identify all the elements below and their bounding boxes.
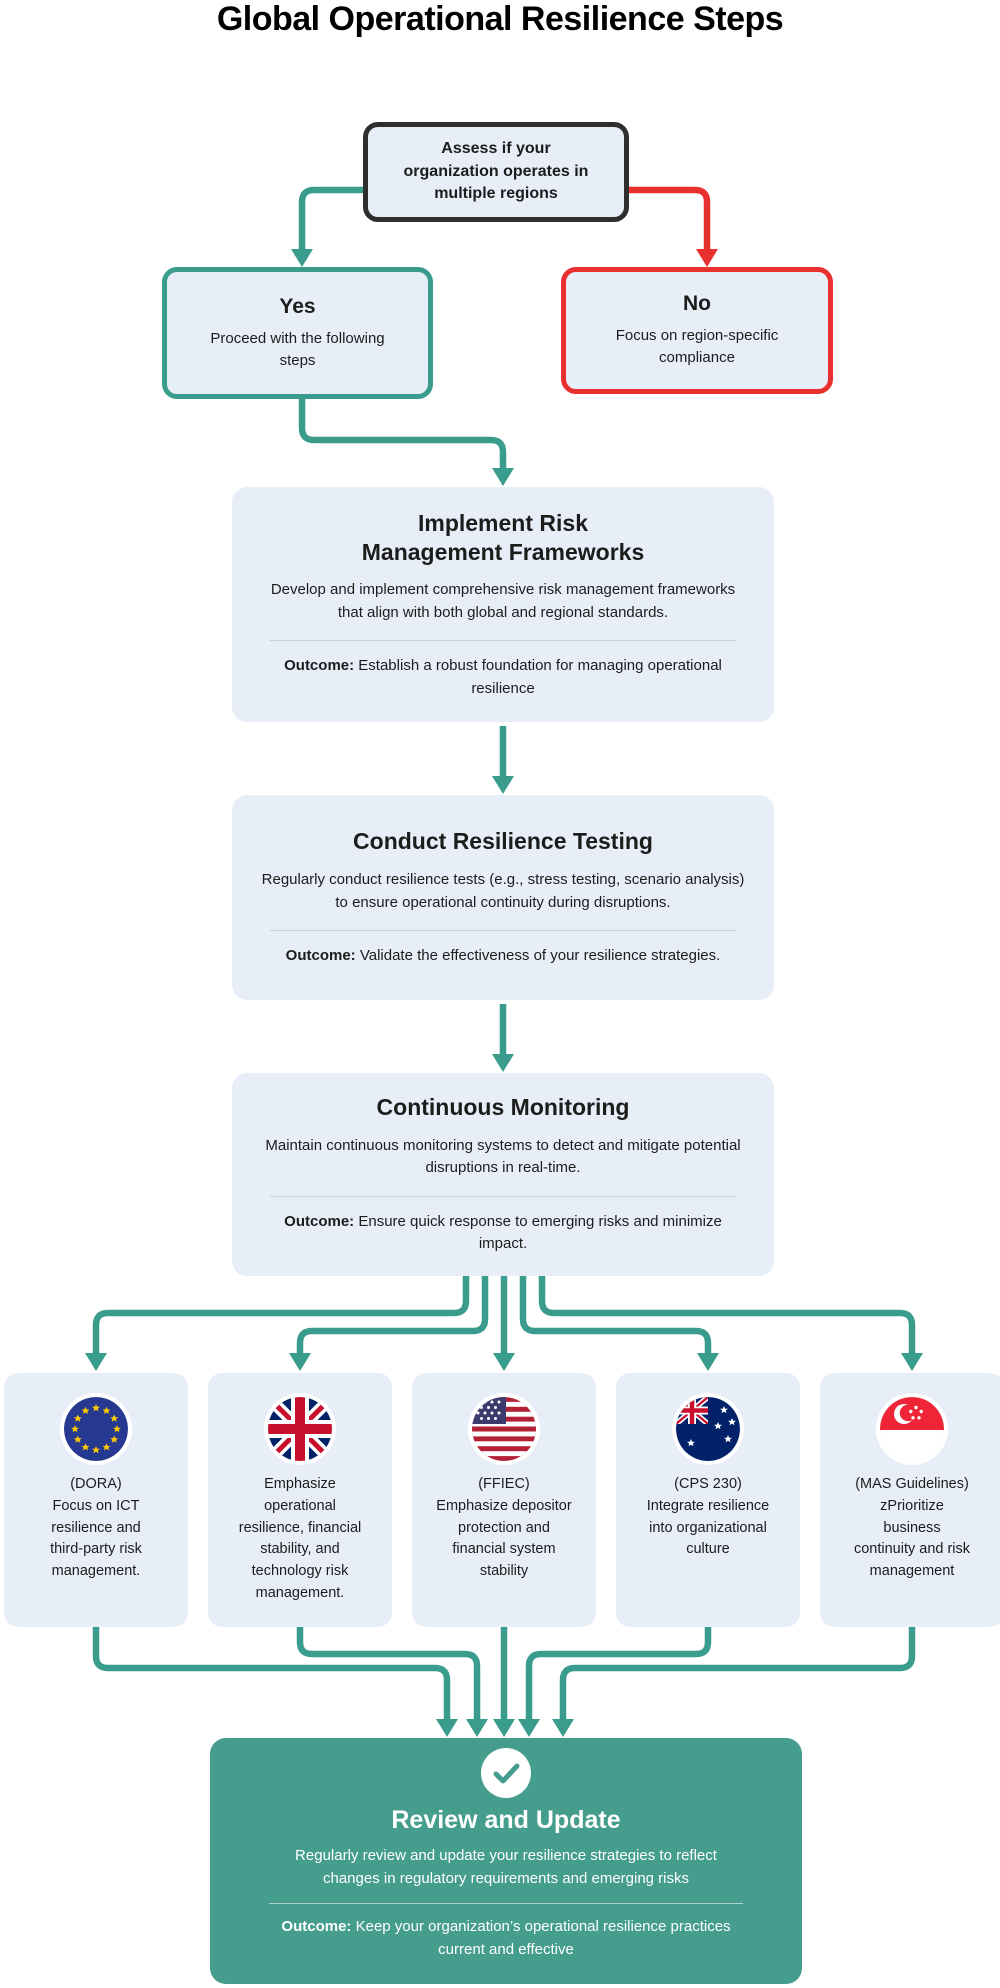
step-box-continuous-monitoring: Continuous Monitoring Maintain continuou… bbox=[232, 1073, 774, 1276]
step-body: Regularly conduct resilience tests (e.g.… bbox=[261, 871, 745, 911]
checkmark-icon bbox=[480, 1747, 532, 1799]
step-box-implement-risk-frameworks: Implement Risk Management Frameworks Dev… bbox=[232, 487, 774, 722]
yes-branch-box: Yes Proceed with the following steps bbox=[162, 267, 433, 399]
outcome-text: Establish a robust foundation for managi… bbox=[358, 657, 722, 697]
step-title: Conduct Resilience Testing bbox=[353, 828, 653, 855]
region-card-us: (FFIEC) Emphasize depositor protection a… bbox=[412, 1373, 596, 1627]
divider bbox=[269, 930, 737, 932]
outcome-text: Validate the effectiveness of your resil… bbox=[359, 947, 721, 965]
region-card-uk: Emphasize operational resilience, financ… bbox=[208, 1373, 392, 1627]
region-card-text: Emphasize operational resilience, financ… bbox=[238, 1476, 362, 1601]
step-outcome: Outcome: Ensure quick response to emergi… bbox=[278, 1211, 728, 1256]
australia-flag-icon bbox=[676, 1397, 740, 1461]
step-outcome: Outcome: Establish a robust foundation f… bbox=[278, 655, 728, 700]
step-title: Implement Risk Management Frameworks bbox=[361, 509, 645, 565]
outcome-label: Outcome: bbox=[281, 1918, 352, 1935]
no-branch-box: No Focus on region-specific compliance bbox=[561, 267, 833, 394]
yes-text: Proceed with the following steps bbox=[210, 329, 385, 369]
review-and-update-box: Review and Update Regularly review and u… bbox=[210, 1738, 802, 1984]
step-title: Continuous Monitoring bbox=[376, 1094, 630, 1121]
review-title: Review and Update bbox=[391, 1806, 621, 1834]
region-card-text: (MAS Guidelines) zPrioritize business co… bbox=[853, 1476, 971, 1579]
yes-label: Yes bbox=[279, 294, 316, 318]
step-body: Maintain continuous monitoring systems t… bbox=[265, 1136, 741, 1177]
region-card-text: (FFIEC) Emphasize depositor protection a… bbox=[436, 1476, 572, 1579]
outcome-label: Outcome: bbox=[284, 1212, 355, 1230]
step-body: Develop and implement comprehensive risk… bbox=[270, 581, 736, 621]
region-card-text: (DORA) Focus on ICT resilience and third… bbox=[50, 1476, 142, 1579]
outcome-label: Outcome: bbox=[285, 947, 356, 965]
uk-flag-icon bbox=[268, 1397, 332, 1461]
divider bbox=[269, 640, 737, 642]
us-flag-icon bbox=[472, 1397, 536, 1461]
region-card-text: (CPS 230) Integrate resilience into orga… bbox=[646, 1476, 770, 1558]
divider bbox=[269, 1195, 737, 1197]
review-outcome: Outcome: Keep your organization’s operat… bbox=[280, 1916, 732, 1961]
divider bbox=[269, 1903, 743, 1904]
outcome-text: Keep your organization’s operational res… bbox=[355, 1918, 731, 1958]
region-card-eu: (DORA) Focus on ICT resilience and third… bbox=[4, 1373, 188, 1627]
assess-decision-box: Assess if your organization operates in … bbox=[363, 122, 629, 222]
region-card-australia: (CPS 230) Integrate resilience into orga… bbox=[616, 1373, 800, 1627]
singapore-flag-icon bbox=[880, 1397, 944, 1461]
eu-flag-icon bbox=[64, 1397, 128, 1461]
outcome-label: Outcome: bbox=[284, 657, 355, 675]
no-text: Focus on region-specific compliance bbox=[615, 327, 779, 366]
review-body: Regularly review and update your resilie… bbox=[295, 1847, 717, 1887]
no-label: No bbox=[683, 292, 711, 316]
outcome-text: Ensure quick response to emerging risks … bbox=[358, 1212, 722, 1253]
step-outcome: Outcome: Validate the effectiveness of y… bbox=[286, 945, 721, 968]
page-title: Global Operational Resilience Steps bbox=[216, 0, 784, 38]
region-card-singapore: (MAS Guidelines) zPrioritize business co… bbox=[820, 1373, 1000, 1627]
step-box-conduct-resilience-testing: Conduct Resilience Testing Regularly con… bbox=[232, 795, 774, 1000]
